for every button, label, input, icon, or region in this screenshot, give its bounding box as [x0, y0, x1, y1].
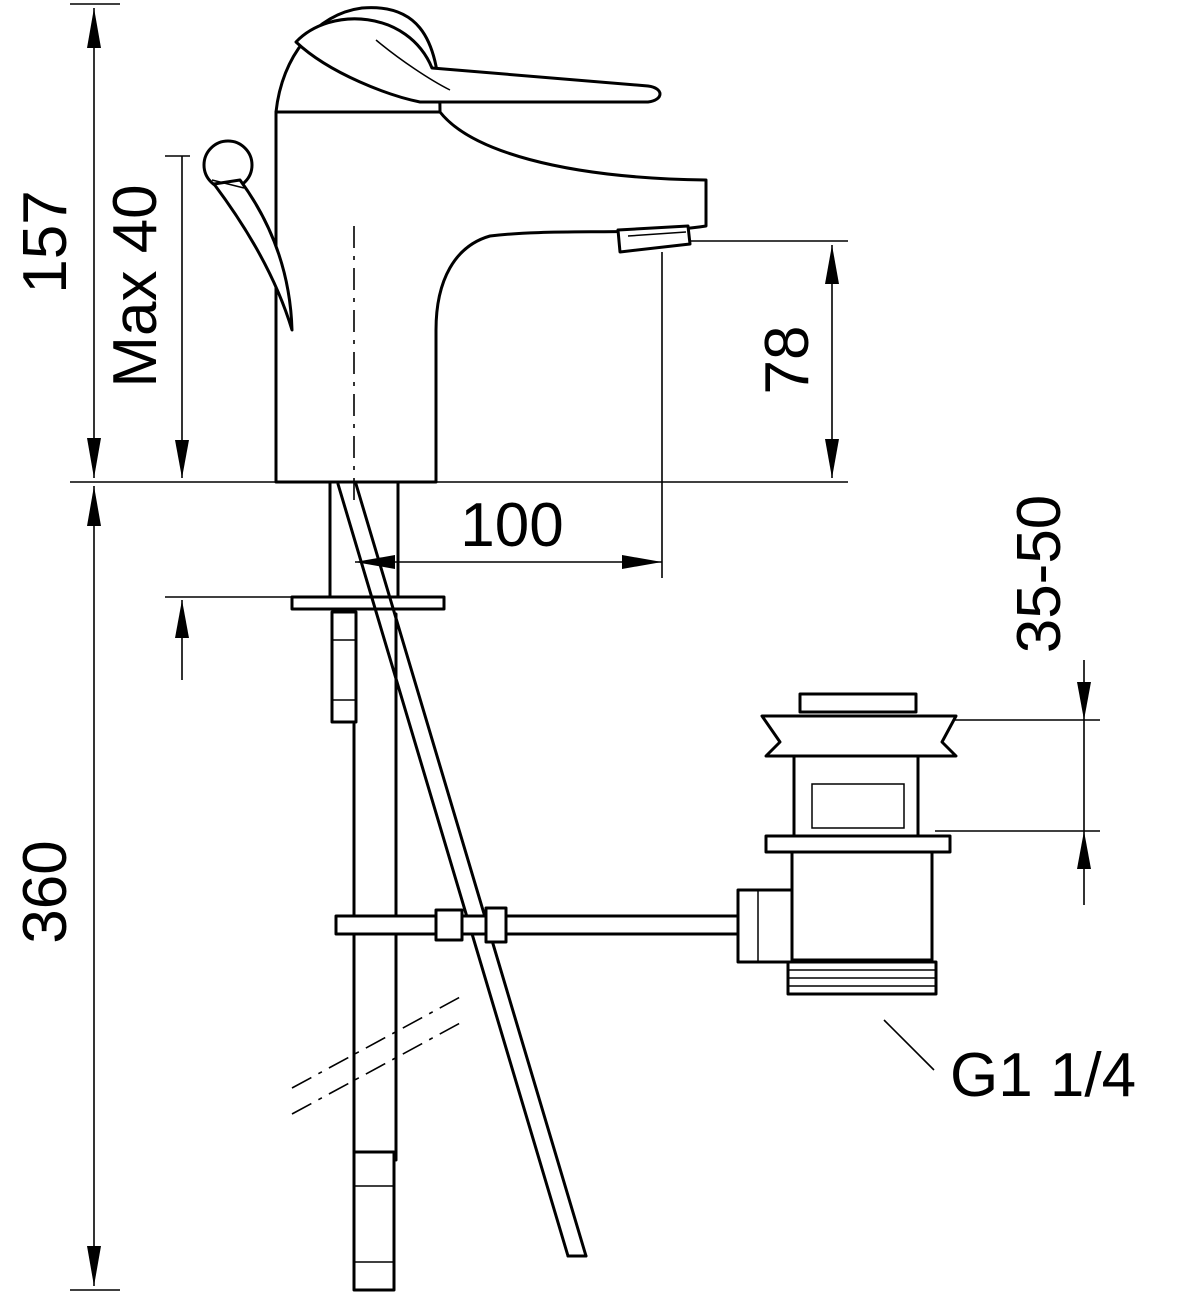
dimension-78: 78 — [753, 245, 839, 478]
dimension-157: 157 — [11, 8, 101, 478]
dimension-157-label: 157 — [11, 190, 80, 293]
dimension-360: 360 — [11, 486, 101, 1286]
waste-assembly — [736, 692, 958, 996]
dimension-360-label: 360 — [11, 840, 80, 943]
break-lines — [291, 995, 463, 1115]
dimension-78-label: 78 — [753, 326, 822, 395]
dimension-100-label: 100 — [460, 491, 563, 560]
dimension-35-50-label: 35-50 — [1005, 495, 1074, 654]
lift-rod — [336, 482, 588, 1258]
dimension-max-40-label: Max 40 — [101, 184, 170, 387]
faucet-body — [202, 6, 708, 484]
thread-callout: G1 1/4 — [883, 1019, 1136, 1110]
dimension-max-40: Max 40 — [101, 156, 189, 680]
thread-callout-label: G1 1/4 — [950, 1041, 1136, 1110]
dimension-100: 100 — [355, 491, 662, 569]
dimension-35-50: 35-50 — [1005, 495, 1091, 905]
mounting-assembly — [290, 480, 446, 1292]
reference-lines — [70, 3, 1100, 1291]
